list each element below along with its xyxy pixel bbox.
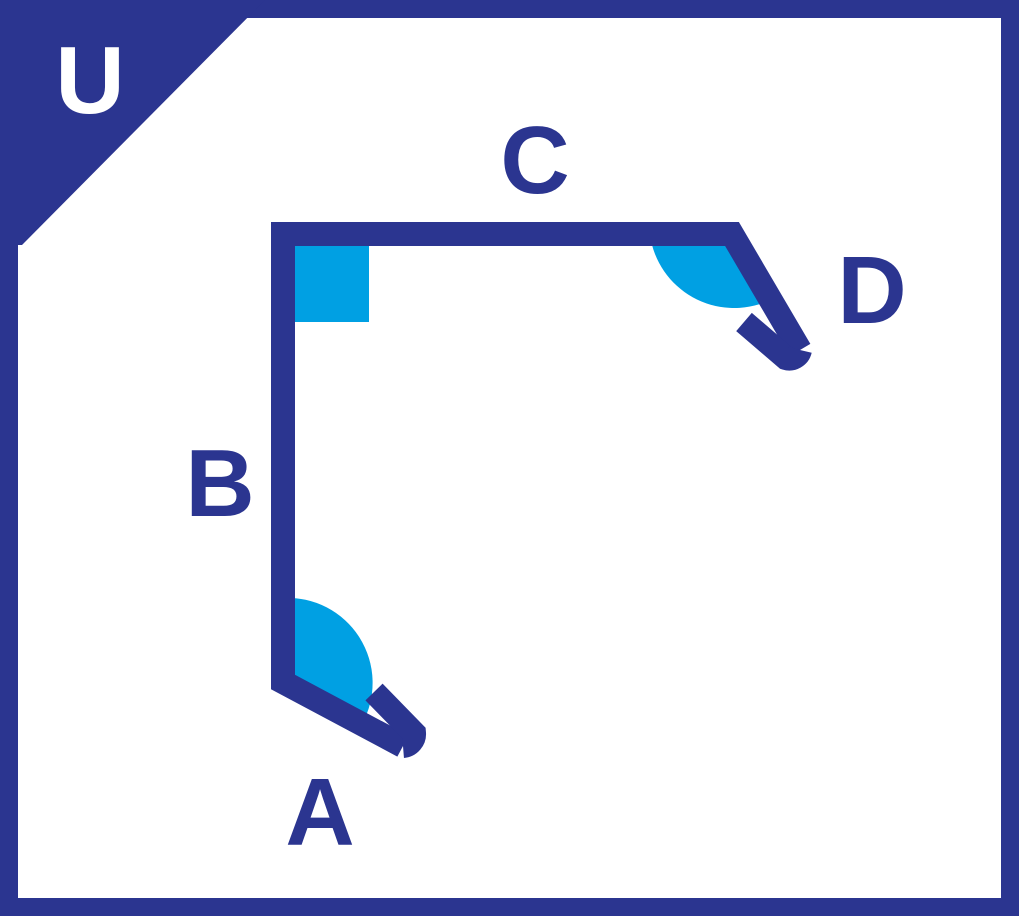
hem-bottom-left — [365, 683, 426, 758]
hem-top-right — [736, 312, 812, 371]
label-b: B — [185, 430, 254, 537]
label-c: C — [500, 107, 569, 214]
right-angle-marker — [285, 235, 369, 322]
profile-outline — [271, 222, 811, 757]
label-a: A — [285, 759, 354, 866]
label-d: D — [837, 237, 906, 344]
badge-letter: U — [55, 27, 124, 134]
corner-badge — [0, 0, 265, 245]
